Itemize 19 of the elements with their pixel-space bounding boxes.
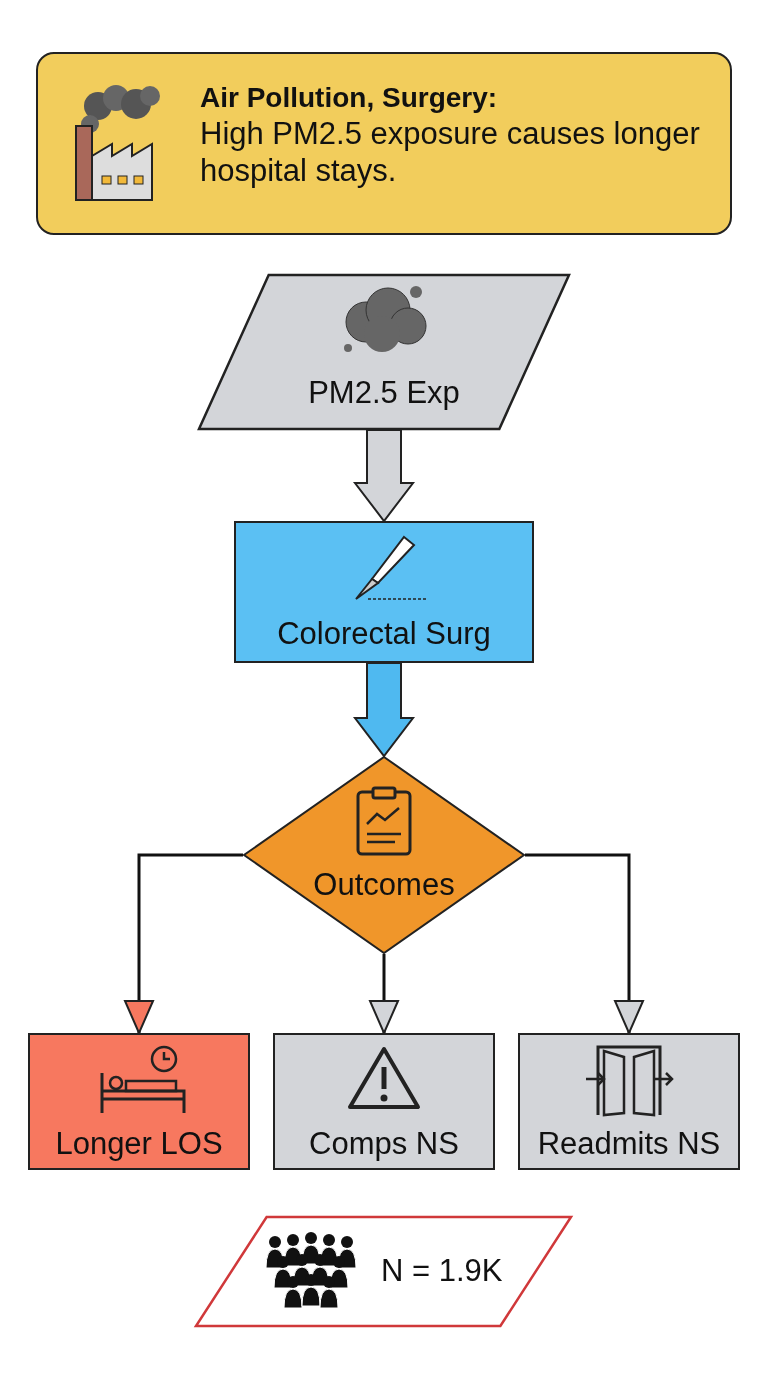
header-title: Air Pollution, Surgery: bbox=[200, 81, 498, 115]
node-label: Colorectal Surg bbox=[277, 615, 491, 653]
node-label: Outcomes bbox=[313, 866, 455, 904]
node-label: Readmits NS bbox=[537, 1125, 721, 1163]
header-text: High PM2.5 exposure causes longer hospital stays. bbox=[200, 115, 701, 190]
block-arrow bbox=[352, 429, 416, 523]
node-label: PM2.5 Exp bbox=[308, 374, 460, 412]
node-label: N = 1.9K bbox=[381, 1252, 503, 1290]
process-box bbox=[273, 1033, 495, 1170]
parallelogram-node bbox=[198, 274, 570, 430]
decision-diamond bbox=[243, 756, 525, 954]
process-box bbox=[518, 1033, 740, 1170]
parallelogram-node bbox=[195, 1216, 572, 1327]
process-box bbox=[234, 521, 534, 663]
process-box bbox=[28, 1033, 250, 1170]
node-label: Comps NS bbox=[309, 1125, 459, 1163]
block-arrow bbox=[352, 662, 416, 758]
node-label: Longer LOS bbox=[55, 1125, 223, 1163]
header-card bbox=[36, 52, 732, 235]
